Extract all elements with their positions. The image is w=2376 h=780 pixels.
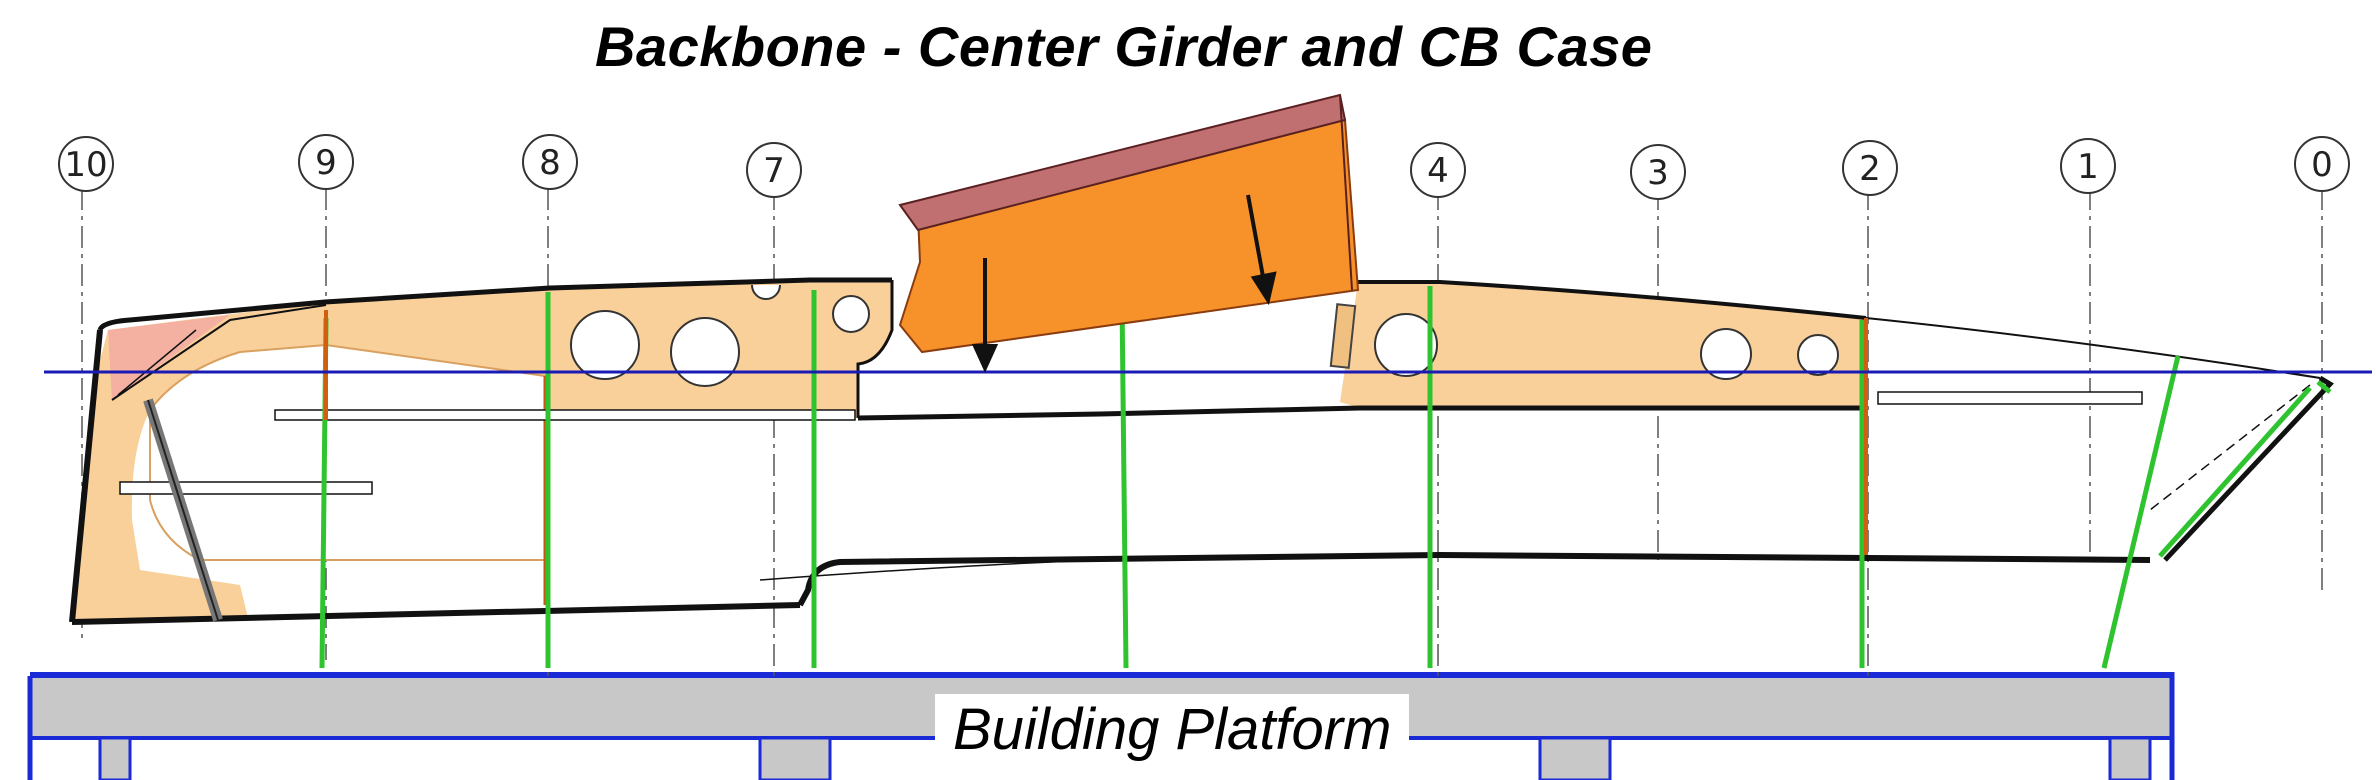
station-marker-3: 3 [1630,144,1686,200]
station-edges [324,310,1868,555]
station-number: 1 [2077,147,2099,187]
station-number: 10 [64,145,107,185]
station-marker-7: 7 [746,142,802,198]
station-marker-10: 10 [58,136,114,192]
platform-leg [98,736,132,780]
hull-outline [69,277,2334,625]
cb-case-edge [1339,94,1353,291]
platform-label: Building Platform [935,694,1410,765]
station-marker-8: 8 [522,134,578,190]
station-number: 9 [315,143,337,183]
placement-arrows [971,194,1277,373]
platform-leg [1538,736,1612,780]
platform-leg [2108,736,2152,780]
arrow-down-icon [971,344,999,373]
station-marker-4: 4 [1410,142,1466,198]
lightening-holes [570,284,1839,387]
station-number: 7 [763,151,785,191]
cb-case-top-strip [898,93,1347,232]
station-marker-0: 0 [2294,136,2350,192]
station-number: 3 [1647,153,1669,193]
station-number: 2 [1859,149,1881,189]
station-marker-9: 9 [298,134,354,190]
station-number: 8 [539,143,561,183]
platform-top-edge [30,672,2172,678]
station-marker-1: 1 [2060,138,2116,194]
forward-girder-tab [1329,303,1357,369]
cb-case [898,93,1360,354]
station-markers: 10 9 8 7 4 3 2 [58,134,2350,200]
station-number: 4 [1427,151,1449,191]
station-number: 0 [2311,145,2333,185]
platform-leg [758,736,832,780]
stern-cutout [149,343,546,561]
station-marker-2: 2 [1842,140,1898,196]
arrow-down-icon [1250,271,1277,306]
page-title: Backbone - Center Girder and CB Case [595,15,1653,78]
